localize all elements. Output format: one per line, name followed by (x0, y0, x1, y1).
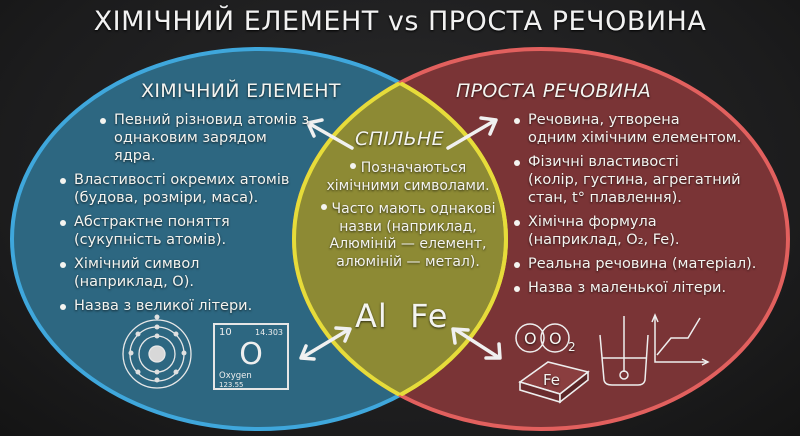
list-item: Фізичні властивості(колір, густина, агре… (512, 153, 782, 207)
list-item: Назва з маленької літери. (512, 279, 782, 297)
substance-heading: ПРОСТА РЕЧОВИНА (456, 80, 652, 102)
common-heading: СПІЛЬНЕ (355, 128, 444, 150)
list-item: Назва з великої літери. (58, 297, 310, 315)
o2-label-left: O (524, 329, 537, 348)
list-item: Хімічна формула(наприклад, O₂, Fe). (512, 213, 782, 249)
arrow-up-left-icon (306, 118, 354, 150)
arrow-up-right-icon (446, 116, 498, 150)
list-item: Абстрактне поняття(сукупність атомів). (58, 213, 310, 249)
o2-subscript: 2 (568, 340, 576, 354)
heating-graph-icon (651, 313, 710, 366)
arrow-bidirectional-right-icon (451, 327, 502, 360)
list-item: Реальна речовина (матеріал). (512, 255, 782, 273)
iron-block-icon (518, 361, 590, 404)
arrow-bidirectional-left-icon (299, 326, 352, 361)
list-item: Властивості окремих атомів(будова, розмі… (58, 171, 310, 207)
element-symbols: Al Fe (355, 297, 449, 335)
element-heading: ХІМІЧНИЙ ЕЛЕМЕНТ (141, 80, 341, 102)
periodic-element-card-icon: 10 14.303 O Oxygen 123.55 (213, 323, 289, 390)
atom-model-icon (122, 314, 192, 389)
beaker-thermometer-icon (599, 316, 649, 386)
page-title: ХІМІЧНИЙ ЕЛЕМЕНТ vs ПРОСТА РЕЧОВИНА (93, 6, 707, 37)
oxygen-molecule-icon (515, 323, 570, 353)
list-item: Хімічний символ(наприклад, O). (58, 255, 310, 291)
common-lens (292, 49, 506, 429)
o2-label-right: O (549, 329, 562, 348)
fe-block-label: Fe (543, 371, 561, 389)
